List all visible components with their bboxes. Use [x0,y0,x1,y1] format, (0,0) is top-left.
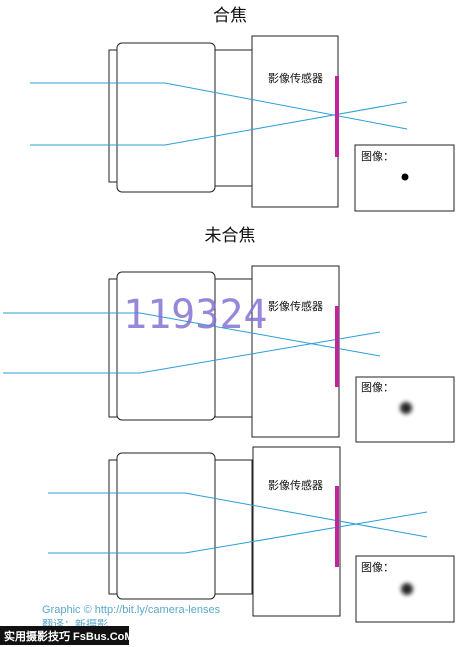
image-sensor-3 [335,486,339,567]
lens-front-ring-1 [108,49,118,183]
sharp-point-1 [401,173,409,181]
lens-body-3 [108,446,341,617]
lens-barrel-1 [116,42,216,193]
lens-body-1 [108,35,339,208]
camera-body-3 [252,446,341,617]
image-preview-box-2 [355,376,455,443]
image-label-3: 图像： [361,561,394,574]
image-sensor-1 [335,76,339,157]
title-out-of-focus: 未合焦 [205,226,256,246]
blurred-point-2 [400,402,412,414]
image-label-2: 图像： [361,381,394,394]
lens-front-ring-3 [108,459,118,595]
ray-lower-2 [3,331,381,374]
image-label-1: 图像： [361,150,394,163]
sensor-label-1: 影像传感器 [268,72,323,85]
lens-front-ring-2 [108,278,118,418]
site-badge [0,626,129,645]
image-sensor-2 [335,306,339,387]
ray-lower-3 [48,511,428,554]
light-rays-1 [30,82,408,146]
graphic-credit: Graphic © http://bit.ly/camera-lenses [42,604,221,616]
site-badge-text: 实用摄影技巧 FsBus.CoM [4,629,134,643]
watermark-number: 119324 [123,292,268,338]
sensor-label-2: 影像传感器 [268,300,323,313]
image-preview-box-1 [354,144,455,212]
blurred-point-3 [401,583,413,595]
lens-mount-3 [214,459,253,595]
ray-lower-1 [30,101,408,146]
sensor-label-3: 影像传感器 [268,479,323,492]
light-rays-3 [48,492,428,554]
lens-mount-1 [214,49,253,187]
lens-barrel-3 [116,452,216,600]
image-preview-box-3 [355,555,455,623]
title-in-focus: 合焦 [213,6,247,26]
light-rays-2 [3,312,381,374]
ray-upper-2 [3,312,381,357]
ray-upper-3 [48,492,428,538]
ray-upper-1 [30,82,408,130]
lens-body-2 [108,265,340,438]
